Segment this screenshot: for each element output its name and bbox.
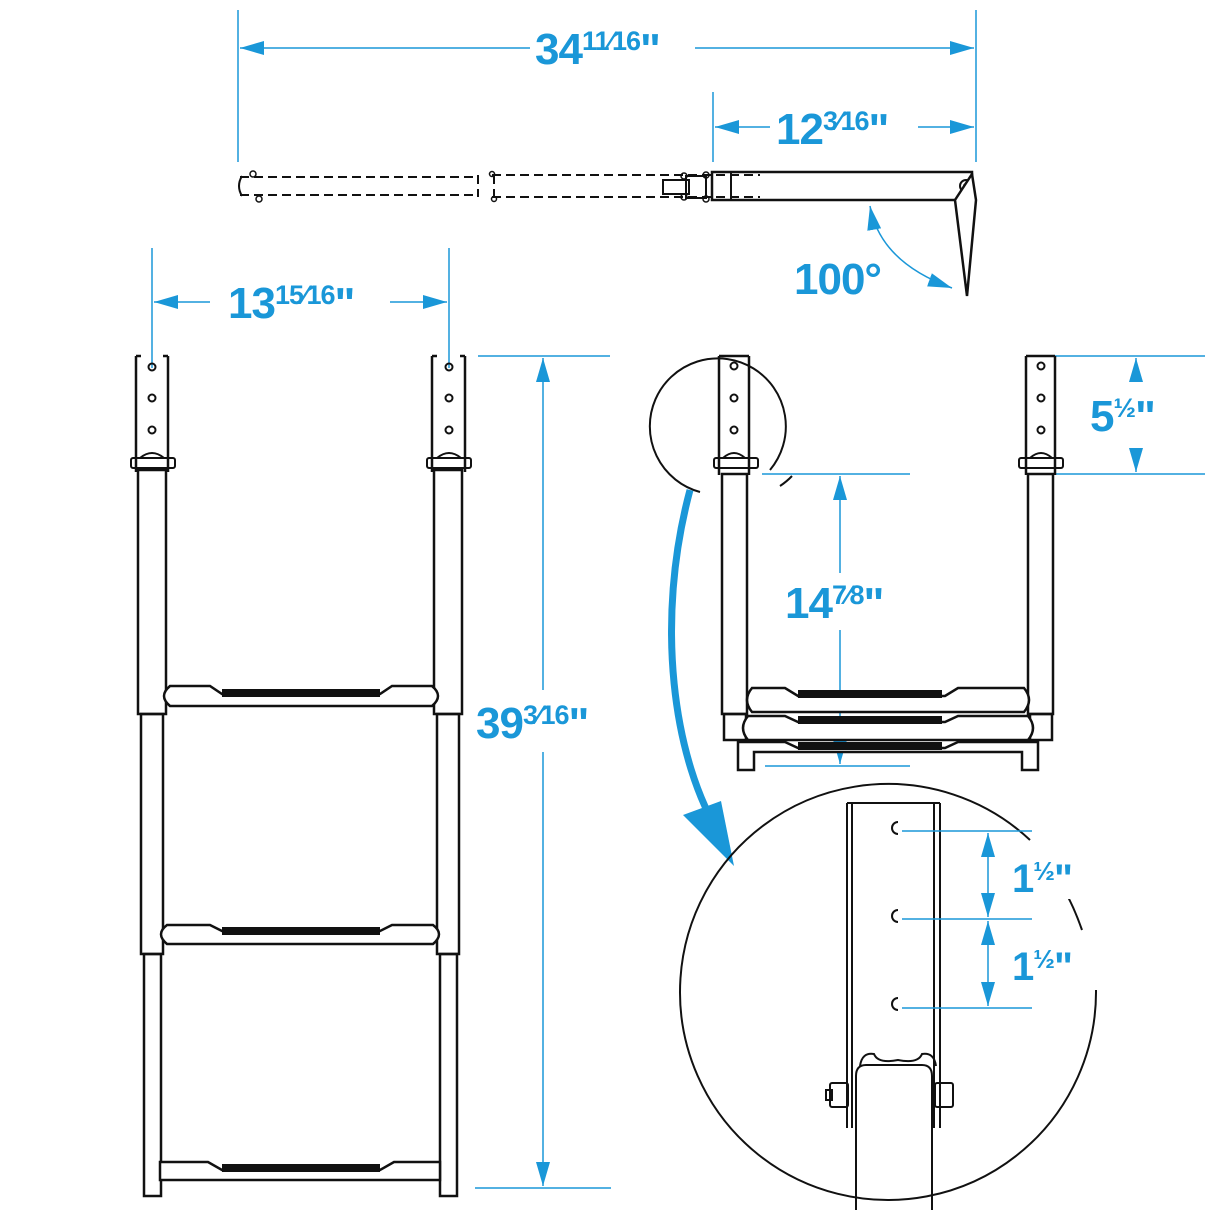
callout-arrow-head xyxy=(683,801,734,866)
dimension-fraction: 11⁄16 xyxy=(581,26,641,56)
top-view xyxy=(237,10,978,297)
step-tread xyxy=(798,716,942,724)
dimension-bracket-height: 5½" xyxy=(1090,392,1156,441)
dimension-whole: 1 xyxy=(1012,857,1034,901)
dimension-whole: 1 xyxy=(1012,945,1034,989)
dimension-whole: 39 xyxy=(476,699,524,748)
dimension-unit: " xyxy=(640,25,661,74)
extended-rail-dashed xyxy=(240,174,760,198)
detail-magnifier-circle xyxy=(679,782,1098,1201)
detail-callout-circle xyxy=(648,357,793,493)
dimension-overall-length: 3411⁄16" xyxy=(535,25,661,74)
front-view-collapsed xyxy=(648,354,1205,772)
step-tread xyxy=(222,1164,380,1172)
dimension-fraction: ½ xyxy=(1033,856,1055,886)
dimension-unit: " xyxy=(1053,857,1073,901)
dimension-fraction: 7⁄8 xyxy=(831,580,865,610)
dimension-fraction: ½ xyxy=(1113,393,1136,423)
dimension-extended-height: 393⁄16" xyxy=(476,699,590,748)
dimension-hole-spacing-1: 1½" xyxy=(1012,856,1073,901)
dimension-unit: " xyxy=(1053,945,1073,989)
dimension-whole: 13 xyxy=(228,279,276,328)
dimension-fraction: 15⁄16 xyxy=(274,280,336,310)
dimension-whole: 12 xyxy=(776,105,824,154)
dimension-collapsed-length: 123⁄16" xyxy=(776,105,890,154)
dimension-unit: " xyxy=(868,105,890,154)
front-view-extended xyxy=(130,248,611,1198)
dimension-whole: 34 xyxy=(535,25,583,74)
step-tread xyxy=(798,690,942,698)
dimension-unit: " xyxy=(863,579,885,628)
step-tread xyxy=(798,742,942,750)
angle-value: 100° xyxy=(794,255,882,304)
dimension-fraction: 3⁄16 xyxy=(522,700,570,730)
dimension-collapsed-height: 147⁄8" xyxy=(785,579,885,628)
detail-view xyxy=(679,782,1098,1210)
dimension-whole: 14 xyxy=(785,579,833,628)
dimension-unit: " xyxy=(1135,392,1156,441)
dimension-angle: 100° xyxy=(794,255,882,304)
step-tread xyxy=(222,927,380,935)
step-tread xyxy=(222,689,380,697)
angle-arc xyxy=(867,205,953,289)
dimension-unit: " xyxy=(568,699,590,748)
dimension-fraction: 3⁄16 xyxy=(822,106,870,136)
dimension-whole: 5 xyxy=(1090,392,1115,441)
dimension-unit: " xyxy=(334,279,356,328)
callout-arrow xyxy=(668,489,725,840)
dimension-hole-spacing-2: 1½" xyxy=(1012,944,1073,989)
dimension-width: 1315⁄16" xyxy=(228,279,356,328)
dimension-fraction: ½ xyxy=(1033,944,1055,974)
